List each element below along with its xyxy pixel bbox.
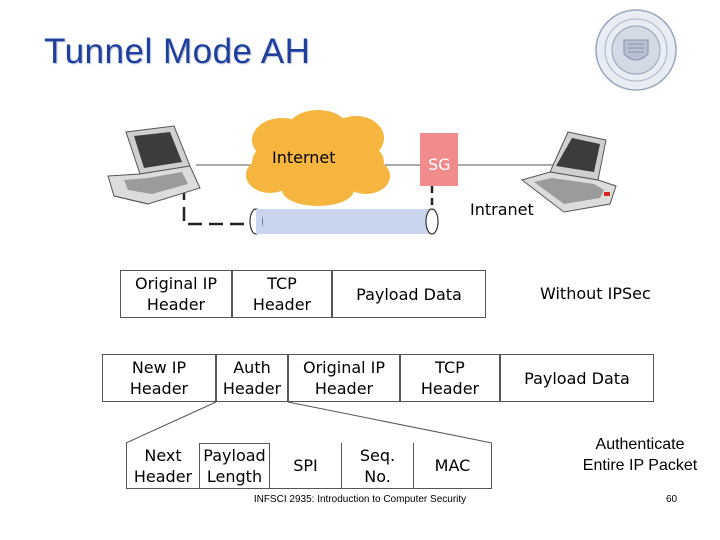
internet-label: Internet — [272, 148, 336, 167]
page-number: 60 — [666, 494, 678, 505]
sequence-number-cell: Seq. No. — [342, 443, 414, 489]
slide-title: Tunnel Mode AH — [44, 32, 311, 71]
payload-data-cell: Payload Data — [332, 270, 486, 318]
spi-cell: SPI — [270, 443, 342, 489]
tcp-header-cell: TCP Header — [400, 354, 500, 402]
next-header-cell: Next Header — [126, 443, 200, 489]
university-seal-icon — [595, 9, 677, 91]
tunnel-dashed-link — [182, 186, 253, 226]
original-ip-header-cell: Original IP Header — [288, 354, 400, 402]
laptop-icon-right — [520, 131, 617, 213]
mac-cell: MAC — [414, 443, 492, 489]
footer-text: INFSCI 2935: Introduction to Computer Se… — [253, 494, 467, 505]
auth-header-cell: Auth Header — [216, 354, 288, 402]
intranet-label: Intranet — [470, 200, 534, 219]
tunnel-tube — [249, 208, 439, 235]
network-diagram — [107, 110, 617, 235]
sg-label: SG — [428, 155, 451, 174]
new-ip-header-cell: New IP Header — [102, 354, 216, 402]
authenticate-note: Authenticate Entire IP Packet — [582, 436, 698, 474]
original-ip-header-cell: Original IP Header — [120, 270, 232, 318]
without-ipsec-note: Without IPSec — [540, 284, 651, 303]
security-gateway-box — [420, 133, 458, 186]
tcp-header-cell: TCP Header — [232, 270, 332, 318]
laptop-icon-left — [107, 125, 201, 205]
payload-length-cell: Payload Length — [200, 443, 270, 489]
payload-data-cell: Payload Data — [500, 354, 654, 402]
internet-cloud-icon — [246, 110, 390, 206]
